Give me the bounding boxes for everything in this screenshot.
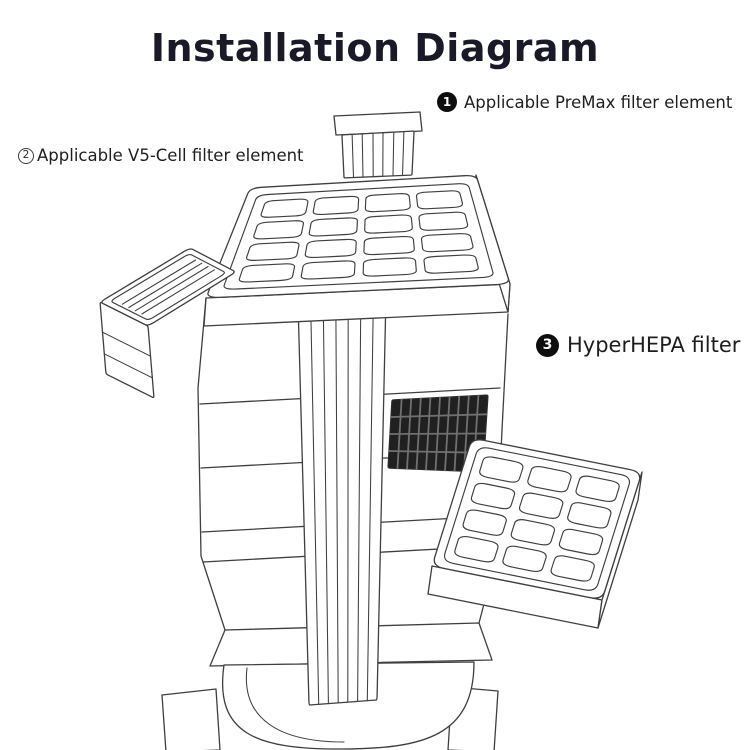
hyperhepa-filter-tray (427, 439, 643, 629)
numbered-badge-2: 2 (18, 147, 34, 164)
label-hyperhepa-text: HyperHEPA filter (567, 333, 741, 357)
premax-filter-tray (203, 174, 511, 327)
label-v5cell: 2 Applicable V5-Cell filter element (18, 146, 304, 165)
front-corner-trim (297, 295, 387, 706)
label-hyperhepa: 3 HyperHEPA filter (536, 333, 740, 357)
hyperhepa-grille-window (387, 394, 489, 473)
numbered-badge-1: 1 (437, 92, 457, 112)
purifier-base (161, 622, 499, 750)
top-handle (333, 111, 423, 179)
label-v5cell-text: Applicable V5-Cell filter element (37, 146, 304, 165)
v5cell-filter-tray (99, 248, 235, 399)
page-title: Installation Diagram (150, 26, 600, 70)
label-premax: 1 Applicable PreMax filter element (437, 92, 732, 112)
numbered-badge-3: 3 (536, 333, 559, 357)
label-premax-text: Applicable PreMax filter element (464, 92, 733, 112)
